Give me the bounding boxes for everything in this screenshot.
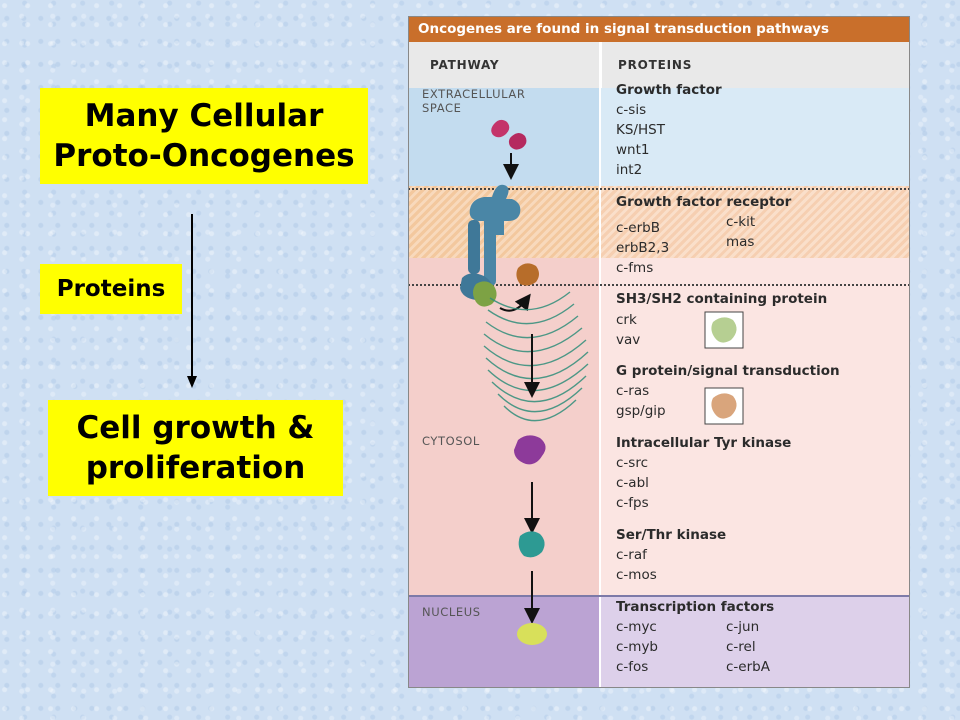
list-item: crk: [616, 312, 637, 328]
list-item: c-kit: [726, 214, 756, 230]
list-item: c-fos: [616, 659, 649, 675]
list-item: c-rel: [726, 639, 756, 655]
zone-label-space: SPACE: [422, 101, 462, 115]
group-transcription-head: Transcription factors: [616, 599, 775, 615]
list-item: erbB2,3: [616, 240, 670, 256]
list-item: c-myc: [616, 619, 657, 635]
list-item: c-jun: [726, 619, 760, 635]
list-item: KS/HST: [616, 122, 665, 138]
list-item: c-erbB: [616, 220, 660, 236]
proteins-label: Proteins: [56, 276, 166, 302]
list-item: c-sis: [616, 102, 647, 118]
curved-arrow: [499, 293, 531, 312]
signal-waves: [483, 291, 589, 422]
green-adaptor-protein: [473, 281, 497, 307]
group-growth-factor-head: Growth factor: [616, 82, 722, 98]
cytosol-divider: [408, 284, 910, 286]
table-title: Oncogenes are found in signal transducti…: [408, 16, 910, 42]
list-item: c-mos: [616, 567, 657, 583]
membrane-divider: [408, 188, 910, 190]
list-item: c-myb: [616, 639, 659, 655]
serthr-kinase-protein: [518, 531, 545, 558]
list-item: vav: [616, 332, 641, 348]
list-item: wnt1: [616, 142, 650, 158]
list-item: c-fps: [616, 495, 649, 511]
nucleus-zone-right: [601, 595, 910, 688]
group-sh3-head: SH3/SH2 containing protein: [616, 291, 828, 307]
growth-line-2: proliferation: [85, 450, 306, 486]
column-header-pathway: PATHWAY: [408, 42, 599, 88]
list-item: int2: [616, 162, 643, 178]
pathway-diagram: [460, 119, 744, 645]
list-item: c-fms: [616, 260, 654, 276]
group-serthr-kinase-head: Ser/Thr kinase: [616, 527, 727, 543]
sh3-protein-icon: [704, 311, 744, 349]
list-item: c-src: [616, 455, 649, 471]
oncogene-pathway-table: Oncogenes are found in signal transducti…: [408, 16, 910, 688]
proto-line-2: Proto-Oncogenes: [53, 138, 355, 174]
column-header-proteins: PROTEINS: [600, 42, 910, 88]
proto-oncogenes-box: Many Cellular Proto-Oncogenes: [40, 88, 368, 184]
list-item: c-ras: [616, 383, 650, 399]
proteins-box: Proteins: [40, 264, 182, 314]
receptor-icon: [460, 184, 521, 301]
zone-label-extracellular: EXTRACELLULAR: [422, 87, 526, 101]
zone-label-nucleus: NUCLEUS: [422, 605, 481, 619]
tyr-kinase-protein: [514, 435, 546, 465]
group-tyr-kinase-head: Intracellular Tyr kinase: [616, 435, 792, 451]
ras-protein: [516, 263, 539, 286]
group-receptor-head: Growth factor receptor: [616, 194, 792, 210]
list-item: mas: [726, 234, 755, 250]
transcription-factor-protein: [517, 623, 547, 645]
group-gprotein-head: G protein/signal transduction: [616, 363, 840, 379]
g-protein-icon: [704, 387, 744, 425]
list-item: c-abl: [616, 475, 649, 491]
cytosol-zone-left: [408, 258, 599, 595]
cytosol-zone-right: [601, 258, 910, 595]
growth-line-1: Cell growth &: [76, 410, 315, 446]
list-item: c-raf: [616, 547, 647, 563]
down-arrow-icon: [187, 214, 197, 388]
list-item: gsp/gip: [616, 403, 666, 419]
cell-growth-box: Cell growth & proliferation: [48, 400, 343, 496]
nucleus-divider: [408, 595, 910, 597]
list-item: c-erbA: [726, 659, 770, 675]
zone-label-cytosol: CYTOSOL: [422, 434, 480, 448]
proto-line-1: Many Cellular: [84, 98, 324, 134]
nucleus-zone-left: [408, 595, 599, 688]
growth-factor-molecule: [491, 119, 527, 150]
membrane-stripes: [601, 186, 910, 258]
